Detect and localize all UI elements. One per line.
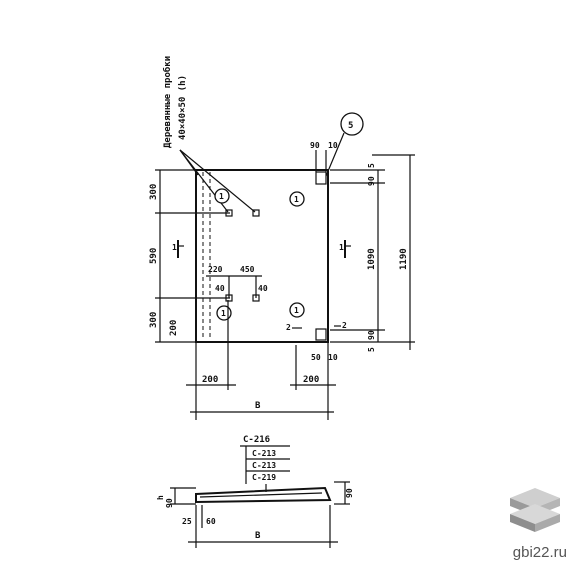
top-dimensions: 90 10 <box>310 141 338 172</box>
svg-text:B: B <box>255 531 261 541</box>
callout-label-2: 40×40×50 (h) <box>178 75 188 140</box>
dim-left-300: 300 <box>149 184 159 200</box>
svg-text:50: 50 <box>311 353 321 362</box>
position-1d: 1 <box>294 306 299 315</box>
table-row-1: С-213 <box>252 449 276 458</box>
svg-text:40: 40 <box>258 284 268 293</box>
svg-text:90: 90 <box>165 498 174 508</box>
svg-text:90: 90 <box>310 141 320 150</box>
mid-dimensions: 220 450 40 40 <box>206 265 268 298</box>
svg-text:200: 200 <box>202 375 218 385</box>
svg-text:200: 200 <box>303 375 319 385</box>
svg-text:1190: 1190 <box>399 248 409 270</box>
svg-text:1: 1 <box>339 243 344 252</box>
site-logo <box>510 488 560 532</box>
callout-leaders <box>179 149 256 213</box>
svg-text:1090: 1090 <box>367 248 377 270</box>
detail-marker-5: 5 <box>325 112 364 177</box>
svg-text:25: 25 <box>182 517 192 526</box>
panel-plan <box>195 169 329 343</box>
svg-text:90: 90 <box>367 330 376 340</box>
position-markers: 1 1 1 1 <box>214 188 305 321</box>
svg-text:90: 90 <box>345 488 354 498</box>
dim-left-590: 590 <box>149 248 159 264</box>
position-1b: 1 <box>294 195 299 204</box>
section-view: h 90 90 25 60 B <box>156 481 354 548</box>
table-row-2: С-213 <box>252 461 276 470</box>
svg-text:220: 220 <box>208 265 223 274</box>
bottom-dimensions: 50 10 200 200 B <box>186 300 338 420</box>
svg-text:450: 450 <box>240 265 255 274</box>
left-dimensions: 300 590 300 200 <box>149 169 230 343</box>
svg-text:5: 5 <box>367 163 376 168</box>
dim-left-300b: 300 <box>149 312 159 328</box>
position-1a: 1 <box>219 192 224 201</box>
reinforcement-table: С-216 С-213 С-213 С-219 <box>240 435 290 492</box>
svg-text:2: 2 <box>342 321 347 330</box>
svg-text:1: 1 <box>172 243 177 252</box>
right-dimensions: 5 90 1090 1190 5 90 <box>330 154 415 352</box>
svg-text:10: 10 <box>328 353 338 362</box>
svg-text:h: h <box>156 495 165 500</box>
watermark-text: gbi22.ru <box>512 544 567 561</box>
dim-left-200: 200 <box>169 320 179 336</box>
table-header: С-216 <box>243 435 270 445</box>
table-row-3: С-219 <box>252 473 276 482</box>
section-marks: 1 1 2 2 <box>172 240 351 332</box>
callout-label-1: Деревянные пробки <box>162 56 173 148</box>
position-1c: 1 <box>221 309 226 318</box>
svg-text:40: 40 <box>215 284 225 293</box>
svg-text:60: 60 <box>206 517 216 526</box>
svg-text:2: 2 <box>286 323 291 332</box>
svg-text:B: B <box>255 401 261 411</box>
svg-text:5: 5 <box>348 121 353 131</box>
svg-text:5: 5 <box>367 347 376 352</box>
svg-text:90: 90 <box>367 176 376 186</box>
svg-text:10: 10 <box>328 141 338 150</box>
